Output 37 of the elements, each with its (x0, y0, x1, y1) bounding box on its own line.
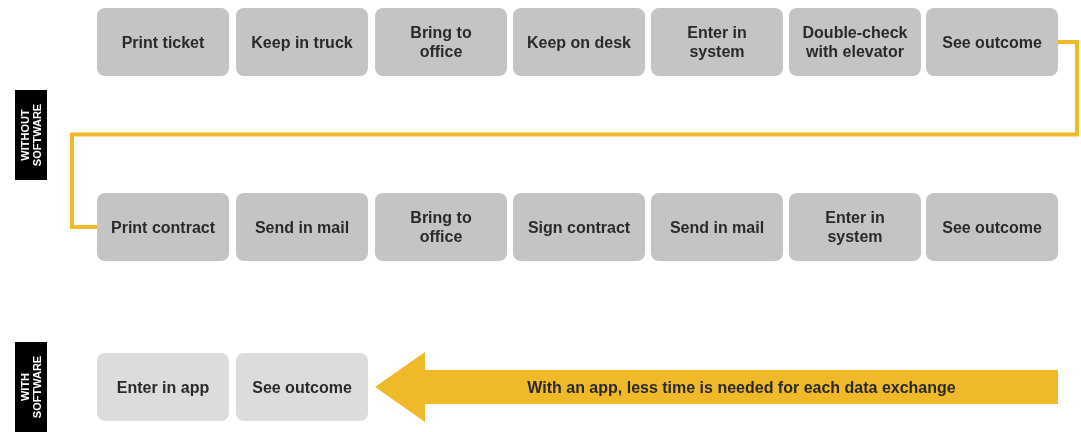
step-box (926, 8, 1058, 76)
step-text: See outcome (252, 377, 352, 397)
arrow-banner (375, 352, 1058, 422)
step-box (97, 8, 229, 76)
step-box (513, 193, 645, 261)
step-text: Bring to office (409, 23, 473, 61)
step-text: Keep in truck (251, 32, 353, 52)
connector-line (70, 40, 1079, 229)
step-box (375, 8, 507, 76)
step-box (926, 193, 1058, 261)
step-box (236, 353, 368, 421)
step-text: Sign contract (527, 217, 631, 237)
step-text: Enter in app (116, 377, 210, 397)
step-text: Send in mail (669, 217, 765, 237)
step-text: See outcome (942, 217, 1042, 237)
step-box (375, 193, 507, 261)
step-box (789, 193, 921, 261)
step-text: With an app, less time is needed for each data exchange (527, 377, 956, 397)
section-tag: WITH SOFTWARE (15, 342, 47, 432)
step-text: See outcome (942, 32, 1042, 52)
step-text: Send in mail (254, 217, 350, 237)
step-text: Enter in system (824, 208, 886, 246)
step-box (97, 193, 229, 261)
step-box (651, 8, 783, 76)
step-box (236, 8, 368, 76)
step-text: Print ticket (121, 32, 205, 52)
step-box (651, 193, 783, 261)
step-text: Print contract (111, 217, 215, 237)
step-text: Double-check with elevator (801, 23, 909, 61)
section-tag: WITHOUT SOFTWARE (15, 90, 47, 180)
step-text: Bring to office (409, 208, 473, 246)
step-box (97, 353, 229, 421)
step-box (236, 193, 368, 261)
step-box (789, 8, 921, 76)
step-box (513, 8, 645, 76)
step-text: Enter in system (686, 23, 748, 61)
step-text: Keep on desk (527, 32, 631, 52)
